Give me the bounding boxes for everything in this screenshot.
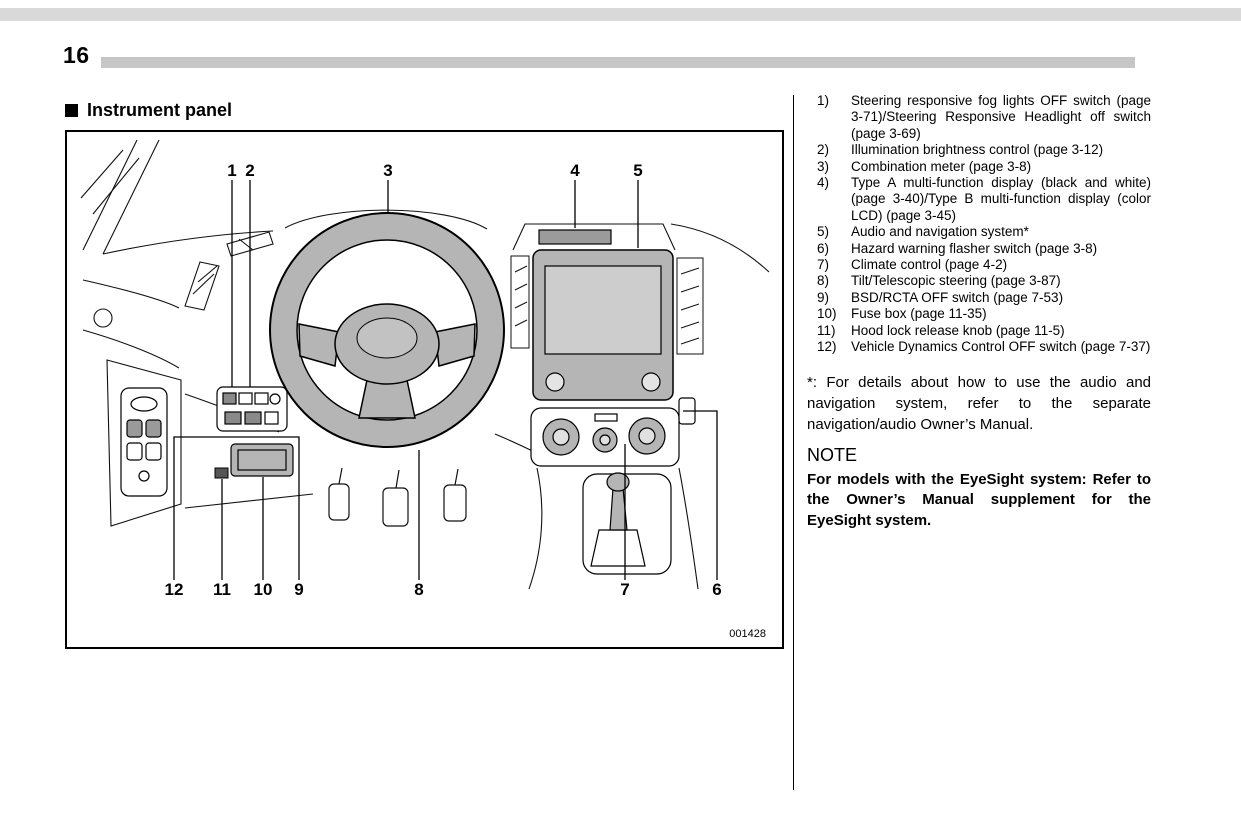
legend-item-text: Tilt/Telescopic steering (page 3-87) bbox=[851, 273, 1061, 289]
legend-item-text: BSD/RCTA OFF switch (page 7-53) bbox=[851, 289, 1064, 305]
legend-item-text: Fuse box (page 11-35) bbox=[851, 306, 987, 322]
callout-numbers: 1 2 3 4 5 12 11 10 9 8 7 6 bbox=[165, 161, 722, 599]
top-gray-strip bbox=[0, 8, 1241, 21]
note-title: NOTE bbox=[807, 444, 858, 465]
legend-item: 7) Climate control (page 4-2) bbox=[807, 257, 1151, 273]
climate-control bbox=[530, 407, 680, 467]
mirror-control-knob bbox=[93, 308, 113, 328]
callout-12: 12 bbox=[165, 580, 184, 599]
callout-11: 11 bbox=[213, 580, 231, 599]
legend-item-text: Steering responsive fog lights OFF switc… bbox=[851, 93, 1151, 141]
callout-5: 5 bbox=[633, 161, 642, 180]
legend-item-text: Combination meter (page 3-8) bbox=[851, 158, 1032, 174]
door-handle bbox=[130, 396, 158, 412]
steering-wheel bbox=[269, 212, 505, 448]
legend-item: 1) Steering responsive fog lights OFF sw… bbox=[807, 93, 1151, 142]
legend-item-number: 8) bbox=[817, 273, 830, 289]
driver-switch-panel bbox=[216, 386, 288, 432]
fuse-box bbox=[230, 443, 294, 477]
audio-navigation-system bbox=[532, 249, 674, 401]
section-heading: Instrument panel bbox=[65, 100, 232, 121]
legend-item-text: Hood lock release knob (page 11-5) bbox=[851, 322, 1065, 338]
audio-footnote: *: For details about how to use the audi… bbox=[807, 373, 1151, 433]
door-switch-panel bbox=[120, 387, 168, 497]
pedals bbox=[328, 467, 467, 527]
callout-leader-lines bbox=[173, 180, 718, 580]
legend-item-text: Audio and navigation system* bbox=[851, 224, 1029, 240]
section-title: Instrument panel bbox=[87, 100, 233, 120]
legend-list: 1) Steering responsive fog lights OFF sw… bbox=[807, 93, 1151, 356]
legend-item-text: Illumination brightness control (page 3-… bbox=[851, 142, 1104, 158]
legend-item-number: 1) bbox=[817, 93, 830, 108]
legend-item-number: 10) bbox=[817, 306, 837, 322]
legend-item: 4) Type A multi-function display (black … bbox=[807, 175, 1151, 224]
legend-item: 3) Combination meter (page 3-8) bbox=[807, 159, 1151, 175]
callout-2: 2 bbox=[245, 161, 254, 180]
dash-vents bbox=[93, 231, 274, 328]
legend-item: 10) Fuse box (page 11-35) bbox=[807, 306, 1151, 322]
legend-item-number: 5) bbox=[817, 224, 830, 240]
navigation-screen bbox=[544, 265, 662, 355]
legend-item-number: 11) bbox=[817, 322, 836, 338]
legend-item-number: 12) bbox=[817, 339, 837, 355]
legend-item-number: 2) bbox=[817, 142, 830, 158]
callout-9: 9 bbox=[294, 580, 303, 599]
legend-item: 5) Audio and navigation system* bbox=[807, 224, 1151, 240]
legend-item: 12) Vehicle Dynamics Control OFF switch … bbox=[807, 339, 1151, 355]
page-number: 16 bbox=[63, 42, 90, 68]
legend-item-text: Type A multi-function display (black and… bbox=[851, 175, 1151, 223]
column-divider bbox=[793, 95, 794, 790]
note-body: For models with the EyeSight system: Ref… bbox=[807, 470, 1151, 529]
figure-code: 001428 bbox=[729, 628, 766, 640]
legend-item: 6) Hazard warning flasher switch (page 3… bbox=[807, 241, 1151, 257]
legend-item-number: 3) bbox=[817, 158, 830, 174]
callout-8: 8 bbox=[414, 580, 423, 599]
legend-item: 2) Illumination brightness control (page… bbox=[807, 142, 1151, 158]
legend-item: 9) BSD/RCTA OFF switch (page 7-53) bbox=[807, 290, 1151, 306]
callout-10: 10 bbox=[254, 580, 273, 599]
leader-6 bbox=[683, 410, 718, 580]
hood-lock-release-knob bbox=[214, 467, 229, 479]
legend-item: 11) Hood lock release knob (page 11-5) bbox=[807, 323, 1151, 339]
instrument-panel-diagram: 1 2 3 4 5 12 11 10 9 8 7 6 001428 bbox=[80, 139, 770, 640]
legend-column: 1) Steering responsive fog lights OFF sw… bbox=[807, 93, 1151, 531]
legend-item-number: 4) bbox=[817, 175, 830, 191]
legend-item-number: 7) bbox=[817, 257, 830, 273]
callout-7: 7 bbox=[620, 580, 629, 599]
leader-9-12 bbox=[173, 436, 300, 580]
callout-4: 4 bbox=[570, 161, 580, 180]
legend-item: 8) Tilt/Telescopic steering (page 3-87) bbox=[807, 273, 1151, 289]
legend-item-number: 9) bbox=[817, 289, 830, 305]
callout-1: 1 bbox=[227, 161, 236, 180]
legend-item-text: Climate control (page 4-2) bbox=[851, 257, 1008, 273]
gear-shifter bbox=[582, 472, 672, 575]
callout-3: 3 bbox=[383, 161, 392, 180]
legend-item-text: Hazard warning flasher switch (page 3-8) bbox=[851, 240, 1098, 256]
section-bullet-icon bbox=[65, 104, 78, 117]
legend-item-text: Vehicle Dynamics Control OFF switch (pag… bbox=[851, 339, 1151, 355]
callout-6: 6 bbox=[712, 580, 721, 599]
header-bar bbox=[101, 57, 1135, 68]
instrument-panel-figure: 1 2 3 4 5 12 11 10 9 8 7 6 001428 bbox=[65, 130, 784, 649]
horn-pad bbox=[356, 317, 418, 359]
center-stack-vents bbox=[510, 255, 704, 355]
legend-item-number: 6) bbox=[817, 240, 830, 256]
multi-function-display bbox=[538, 229, 612, 245]
